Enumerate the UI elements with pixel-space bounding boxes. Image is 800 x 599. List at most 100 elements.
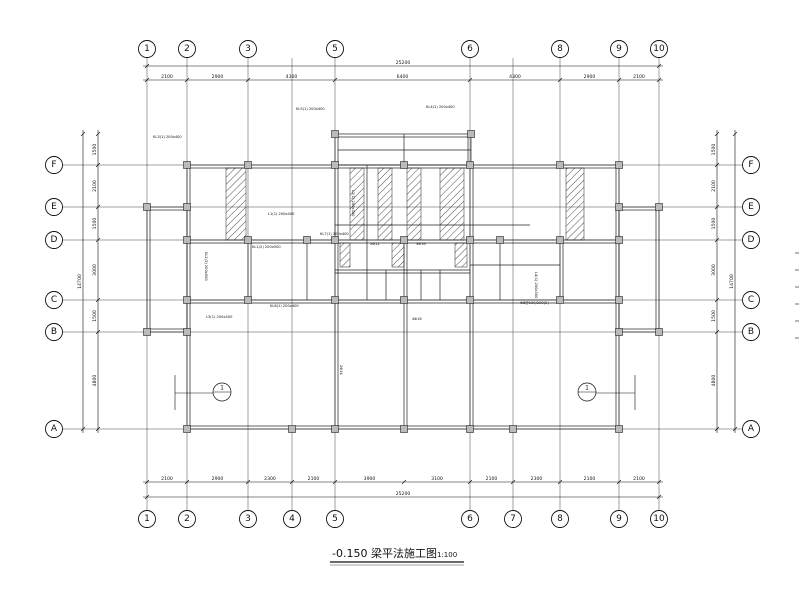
dim-tick bbox=[95, 426, 101, 432]
beam-note: KL5(1) 200x400 bbox=[296, 107, 325, 111]
axis-circle bbox=[178, 40, 196, 58]
column bbox=[556, 236, 564, 244]
dim-text-overall: 25200 bbox=[396, 60, 411, 66]
column bbox=[183, 161, 191, 169]
axis-bubble: 3 bbox=[239, 40, 257, 58]
axis-bubble: 8 bbox=[551, 40, 569, 58]
axis-label: 3 bbox=[245, 514, 251, 524]
axis-label: 1 bbox=[144, 44, 150, 54]
dim-text: 2900 bbox=[212, 74, 224, 80]
axis-bubble: A bbox=[742, 420, 760, 438]
axis-circle bbox=[461, 40, 479, 58]
axis-bubble: E bbox=[45, 198, 63, 216]
column bbox=[467, 130, 475, 138]
axis-label: 2 bbox=[184, 514, 190, 524]
column bbox=[655, 328, 663, 336]
axis-circle bbox=[742, 291, 760, 309]
axis-bubble: 10 bbox=[650, 510, 668, 528]
column bbox=[331, 425, 339, 433]
axis-circle bbox=[239, 510, 257, 528]
grid-lines bbox=[62, 58, 742, 510]
dim-text: 2100 bbox=[486, 476, 498, 482]
column bbox=[331, 236, 339, 244]
axis-bubble: A bbox=[45, 420, 63, 438]
column bbox=[244, 236, 252, 244]
dim-text: 2300 bbox=[531, 476, 543, 482]
dim-tick bbox=[184, 77, 190, 83]
dim-text: 2100 bbox=[92, 180, 98, 192]
axis-label: 6 bbox=[467, 514, 473, 524]
dim-text: 2100 bbox=[308, 476, 320, 482]
axis-bubble: 10 bbox=[650, 40, 668, 58]
dim-tick bbox=[557, 77, 563, 83]
dim-tick bbox=[95, 237, 101, 243]
dim-tick bbox=[467, 77, 473, 83]
section-mark-label: 1 bbox=[585, 385, 589, 392]
axis-bubble: 5 bbox=[326, 510, 344, 528]
column bbox=[400, 296, 408, 304]
beam-note: 3Φ16 bbox=[416, 242, 426, 246]
dim-tick bbox=[616, 479, 622, 485]
drawing-scale: 1:100 bbox=[437, 551, 457, 559]
axis-label: 2 bbox=[184, 44, 190, 54]
axis-label: 3 bbox=[245, 44, 251, 54]
dim-text: 2100 bbox=[633, 74, 645, 80]
dim-tick bbox=[557, 479, 563, 485]
column bbox=[331, 296, 339, 304]
column bbox=[143, 203, 151, 211]
axis-label: A bbox=[748, 424, 755, 434]
column bbox=[615, 161, 623, 169]
axis-label: B bbox=[51, 327, 57, 337]
axis-circle bbox=[742, 231, 760, 249]
dim-text: 2100 bbox=[584, 476, 596, 482]
axis-label: 9 bbox=[616, 514, 622, 524]
axis-bubble: 6 bbox=[461, 510, 479, 528]
axis-circle bbox=[45, 291, 63, 309]
dim-tick bbox=[656, 494, 662, 500]
axis-bubble: F bbox=[742, 156, 760, 174]
dim-text: 4300 bbox=[509, 74, 521, 80]
axis-circle bbox=[45, 156, 63, 174]
dim-tick bbox=[401, 479, 407, 485]
dim-tick bbox=[714, 162, 720, 168]
dim-text: 1500 bbox=[711, 218, 717, 230]
axis-bubble: 2 bbox=[178, 510, 196, 528]
column bbox=[400, 161, 408, 169]
dim-tick bbox=[144, 77, 150, 83]
dim-text-overall: 14700 bbox=[729, 274, 735, 289]
dim-text: 3000 bbox=[92, 264, 98, 276]
dim-tick bbox=[80, 426, 86, 432]
dim-text: 2900 bbox=[584, 74, 596, 80]
axis-bubble: 3 bbox=[239, 510, 257, 528]
dim-tick bbox=[289, 479, 295, 485]
dim-text: 1500 bbox=[92, 310, 98, 322]
axis-bubble: 7 bbox=[504, 510, 522, 528]
dim-tick bbox=[184, 479, 190, 485]
drawing-title: -0.150 梁平法施工图 bbox=[332, 546, 437, 560]
beam-note: L1(1) 200x400 bbox=[268, 212, 295, 216]
beam-note: KL7(1) 200x400 bbox=[320, 232, 349, 236]
dim-tick bbox=[245, 77, 251, 83]
dim-tick bbox=[95, 162, 101, 168]
dim-text: 1500 bbox=[711, 144, 717, 156]
dim-tick bbox=[467, 479, 473, 485]
dim-tick bbox=[714, 426, 720, 432]
axis-label: 9 bbox=[616, 44, 622, 54]
column bbox=[615, 203, 623, 211]
column bbox=[466, 296, 474, 304]
dim-text: 3100 bbox=[431, 476, 443, 482]
axis-label: C bbox=[748, 295, 754, 305]
dim-text-overall: 14700 bbox=[77, 274, 83, 289]
axis-circle bbox=[742, 323, 760, 341]
column bbox=[615, 296, 623, 304]
axis-circle bbox=[45, 420, 63, 438]
axis-label: B bbox=[748, 327, 754, 337]
axis-label: 1 bbox=[144, 514, 150, 524]
axis-circle bbox=[45, 323, 63, 341]
axis-circle bbox=[326, 40, 344, 58]
margin-ticks bbox=[795, 252, 799, 339]
drawing-title-block: -0.150 梁平法施工图 1:100 bbox=[330, 546, 464, 566]
dim-tick bbox=[714, 237, 720, 243]
